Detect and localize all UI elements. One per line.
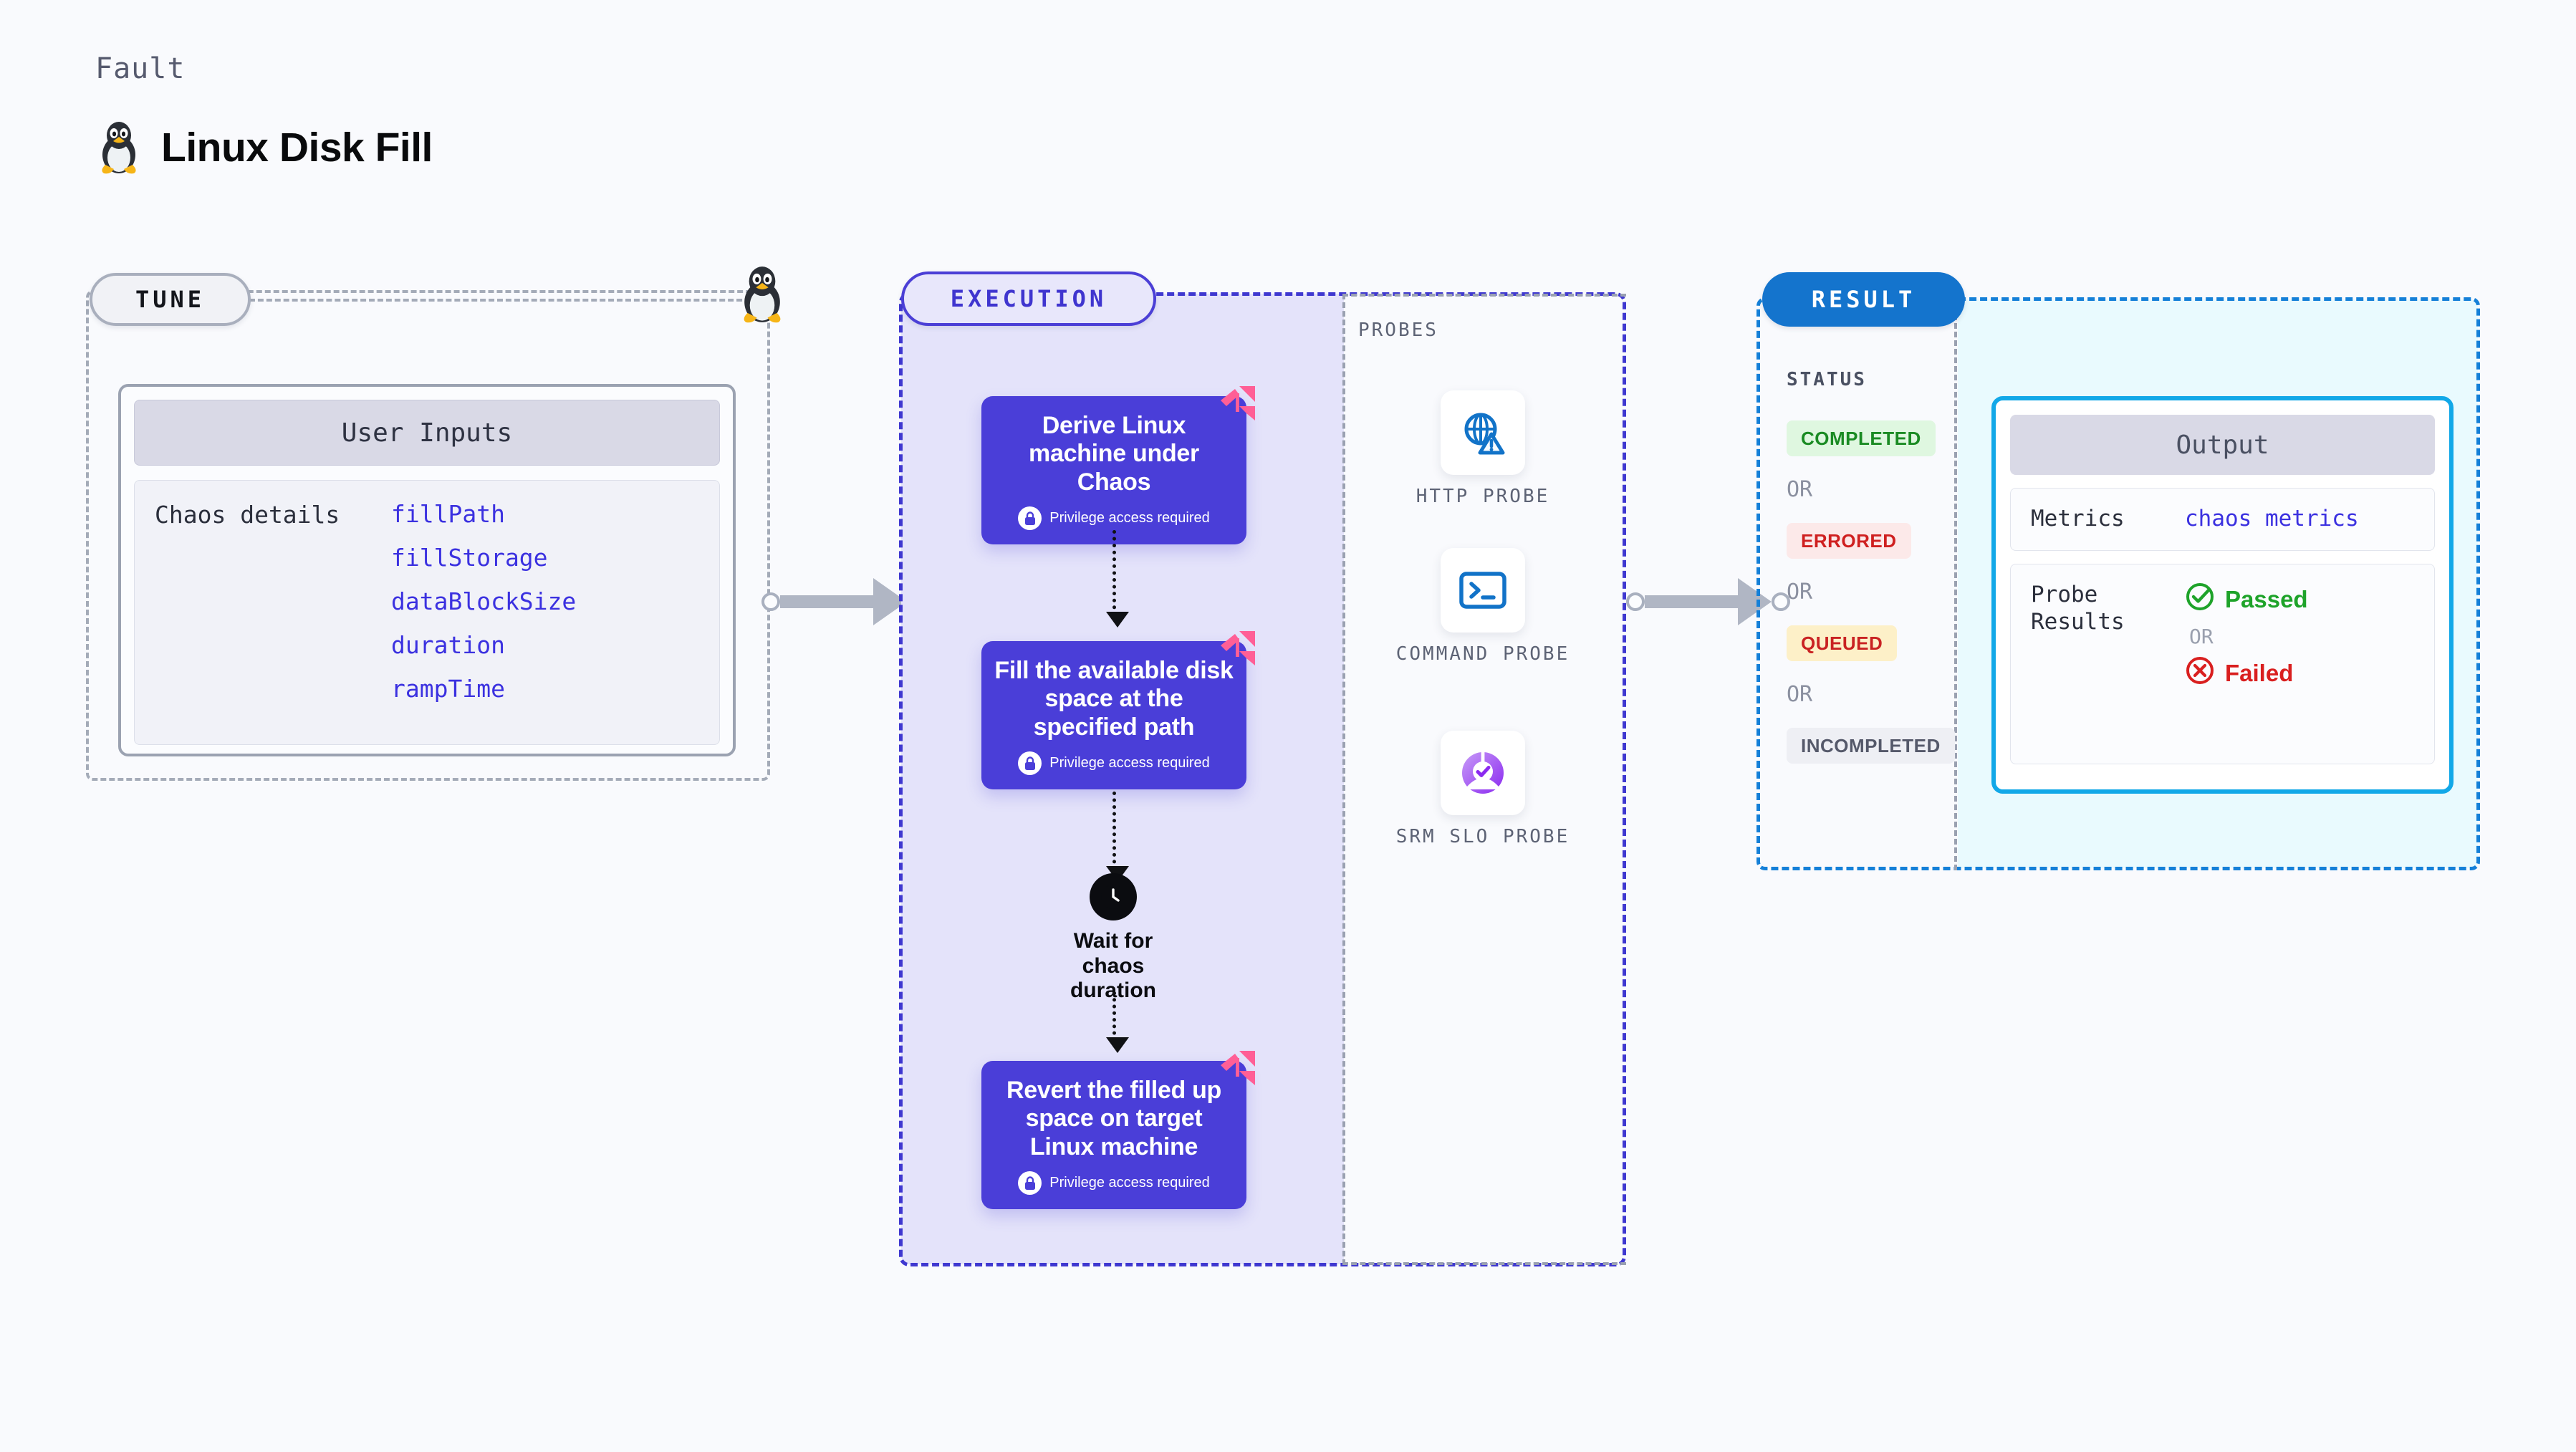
status-badge-incompleted: INCOMPLETED	[1787, 728, 1955, 764]
slo-donut-check-icon	[1441, 731, 1525, 815]
arrow-shaft	[1645, 595, 1738, 608]
tune-linux-tux-icon	[738, 265, 787, 324]
execution-step-1-privilege-text: Privilege access required	[1049, 510, 1210, 527]
probes-region	[1342, 294, 1626, 1265]
chaos-ribbon-icon	[1218, 1049, 1259, 1091]
tune-connector-line	[249, 299, 751, 302]
probe-http-label: HTTP PROBE	[1416, 486, 1550, 507]
connector-arrow-execution-to-result	[1626, 578, 1790, 625]
execution-step-1-title: Derive Linux machine under Chaos	[1029, 412, 1199, 496]
lock-icon	[1018, 506, 1042, 531]
probe-command-label: COMMAND PROBE	[1395, 643, 1570, 665]
wait-for-chaos-duration-node: Wait for chaos duration	[1069, 873, 1158, 1004]
tune-region	[86, 290, 770, 781]
probe-result-passed-label: Passed	[2225, 585, 2308, 612]
terminal-icon	[1441, 548, 1525, 633]
input-fillpath: fillPath	[391, 500, 505, 528]
lock-icon	[1018, 1171, 1042, 1196]
arrow-end-dot	[1772, 592, 1790, 611]
chaos-ribbon-icon	[1218, 385, 1259, 426]
execution-step-2[interactable]: Fill the available disk space at the spe…	[981, 631, 1255, 790]
arrow-start-dot	[1626, 592, 1645, 611]
execution-flow-arrow-2	[1106, 792, 1129, 882]
status-or-1: OR	[1787, 477, 1813, 502]
input-ramptime: rampTime	[391, 675, 505, 703]
probe-srm-slo-label: SRM SLO PROBE	[1395, 826, 1570, 847]
fault-title-row: Linux Disk Fill	[97, 120, 433, 175]
x-circle-icon	[2185, 655, 2215, 691]
execution-step-1-privilege: Privilege access required	[994, 506, 1234, 531]
output-probe-results-row: Probe Results Passed OR	[2010, 563, 2435, 764]
lock-icon	[1018, 751, 1042, 776]
status-region	[1756, 297, 1957, 870]
probe-result-failed-label: Failed	[2225, 659, 2294, 686]
probes-title: PROBES	[1358, 319, 1438, 341]
execution-step-3-privilege: Privilege access required	[994, 1171, 1234, 1196]
probe-result-or: OR	[2189, 624, 2214, 648]
arrow-start-dot	[761, 592, 780, 611]
status-title: STATUS	[1787, 369, 1867, 390]
execution-flow-arrow-3	[1106, 991, 1129, 1053]
input-fillstorage: fillStorage	[391, 544, 548, 572]
output-probe-results-label: Probe Results	[2031, 581, 2125, 635]
user-inputs-body: Chaos details fillPath fillStorage dataB…	[134, 480, 720, 745]
status-badge-queued: QUEUED	[1787, 625, 1898, 661]
execution-step-2-privilege: Privilege access required	[994, 751, 1234, 776]
fault-kicker: Fault	[95, 52, 186, 85]
output-metrics-value: chaos metrics	[2185, 506, 2359, 532]
output-metrics-row: Metrics chaos metrics	[2010, 488, 2435, 551]
stage-pill-tune[interactable]: TUNE	[90, 273, 251, 326]
execution-step-1[interactable]: Derive Linux machine under Chaos Privile…	[981, 386, 1255, 545]
arrow-head	[1738, 578, 1772, 625]
input-datablocksize: dataBlockSize	[391, 587, 577, 615]
execution-region	[899, 292, 1626, 1266]
result-region	[1756, 297, 2480, 870]
chaos-ribbon-icon	[1218, 630, 1259, 671]
user-inputs-header: User Inputs	[134, 400, 720, 466]
execution-step-3[interactable]: Revert the filled up space on target Lin…	[981, 1051, 1255, 1210]
probe-command[interactable]: COMMAND PROBE	[1393, 548, 1572, 666]
output-header: Output	[2010, 415, 2435, 475]
wait-node-label: Wait for chaos duration	[1070, 929, 1156, 1002]
status-or-3: OR	[1787, 682, 1813, 707]
page-title: Linux Disk Fill	[161, 125, 433, 170]
chaos-details-label: Chaos details	[155, 501, 340, 529]
probe-result-values: Passed OR Failed	[2185, 582, 2308, 691]
execution-step-3-title: Revert the filled up space on target Lin…	[1006, 1077, 1222, 1160]
output-card: Output Metrics chaos metrics Probe Resul…	[1991, 396, 2454, 794]
probe-srm-slo[interactable]: SRM SLO PROBE	[1393, 731, 1572, 849]
chaos-details-values: fillPath fillStorage dataBlockSize durat…	[391, 502, 576, 744]
check-circle-icon	[2185, 582, 2215, 617]
stage-pill-execution[interactable]: EXECUTION	[901, 271, 1156, 326]
input-duration: duration	[391, 631, 505, 659]
execution-step-3-privilege-text: Privilege access required	[1049, 1175, 1210, 1191]
status-badge-errored: ERRORED	[1787, 523, 1911, 559]
user-inputs-card: User Inputs Chaos details fillPath fillS…	[118, 384, 736, 756]
linux-tux-icon	[97, 120, 141, 175]
execution-step-2-title: Fill the available disk space at the spe…	[994, 657, 1234, 741]
status-badge-completed: COMPLETED	[1787, 420, 1936, 456]
probe-result-passed: Passed	[2185, 582, 2308, 617]
status-or-2: OR	[1787, 580, 1813, 605]
probe-http[interactable]: HTTP PROBE	[1393, 390, 1572, 509]
clock-icon	[1090, 873, 1137, 920]
probe-result-failed: Failed	[2185, 655, 2308, 691]
output-metrics-label: Metrics	[2031, 506, 2125, 532]
execution-step-2-privilege-text: Privilege access required	[1049, 755, 1210, 771]
globe-warning-icon	[1441, 390, 1525, 475]
stage-pill-result[interactable]: RESULT	[1762, 272, 1965, 327]
arrow-shaft	[780, 595, 873, 608]
execution-flow-arrow-1	[1106, 530, 1129, 628]
